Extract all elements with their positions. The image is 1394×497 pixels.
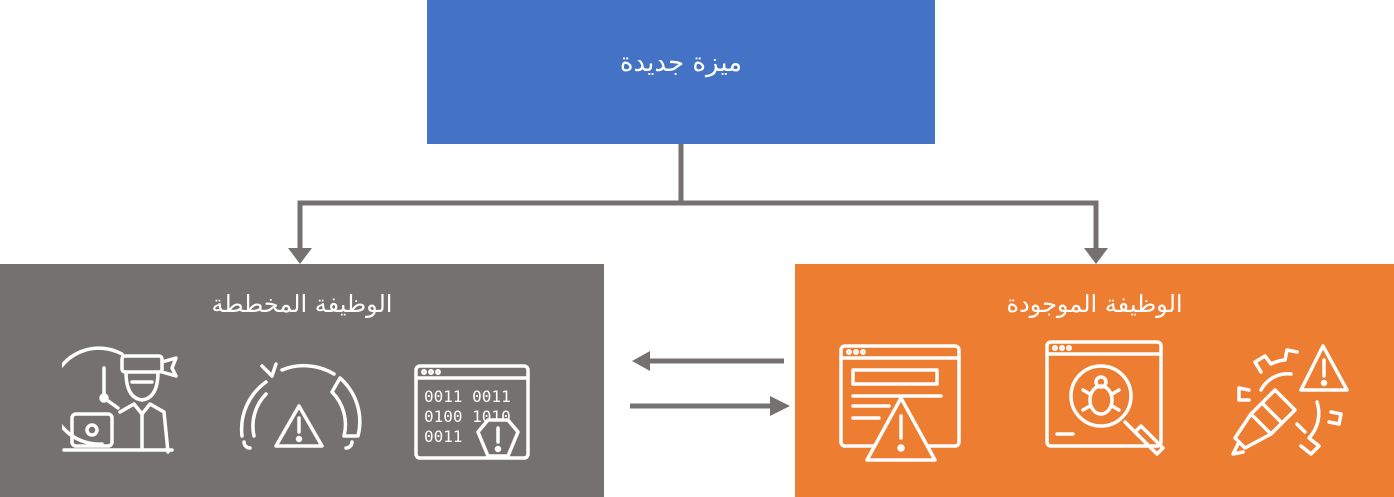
binary-code-error-icon: 0011 0011 0100 1010 0011 [414, 364, 530, 460]
risk-gauge-icon [239, 362, 362, 450]
arrow-head-right-down [1084, 248, 1108, 264]
arrow-head-right [770, 396, 790, 416]
new-feature-node: ميزة جديدة [427, 0, 935, 144]
planned-function-label: الوظيفة المخططة [211, 290, 393, 318]
new-feature-label: ميزة جديدة [619, 48, 743, 78]
existing-function-node: الوظيفة الموجودة [795, 264, 1394, 497]
svg-text:0011 0011: 0011 0011 [424, 387, 511, 406]
arrow-head-left [632, 351, 650, 371]
arrow-head-left-down [288, 248, 312, 264]
developer-deadline-icon [62, 346, 178, 454]
branch-connector [297, 200, 1099, 250]
browser-warning-icon [839, 344, 961, 462]
existing-function-label: الوظيفة الموجودة [1006, 290, 1183, 318]
broken-gear-warning-icon [1231, 344, 1349, 456]
svg-text:0011: 0011 [424, 427, 463, 446]
planned-function-node: الوظيفة المخططة 0011 0011 0100 10 [0, 264, 604, 497]
bug-search-icon [1045, 340, 1165, 456]
